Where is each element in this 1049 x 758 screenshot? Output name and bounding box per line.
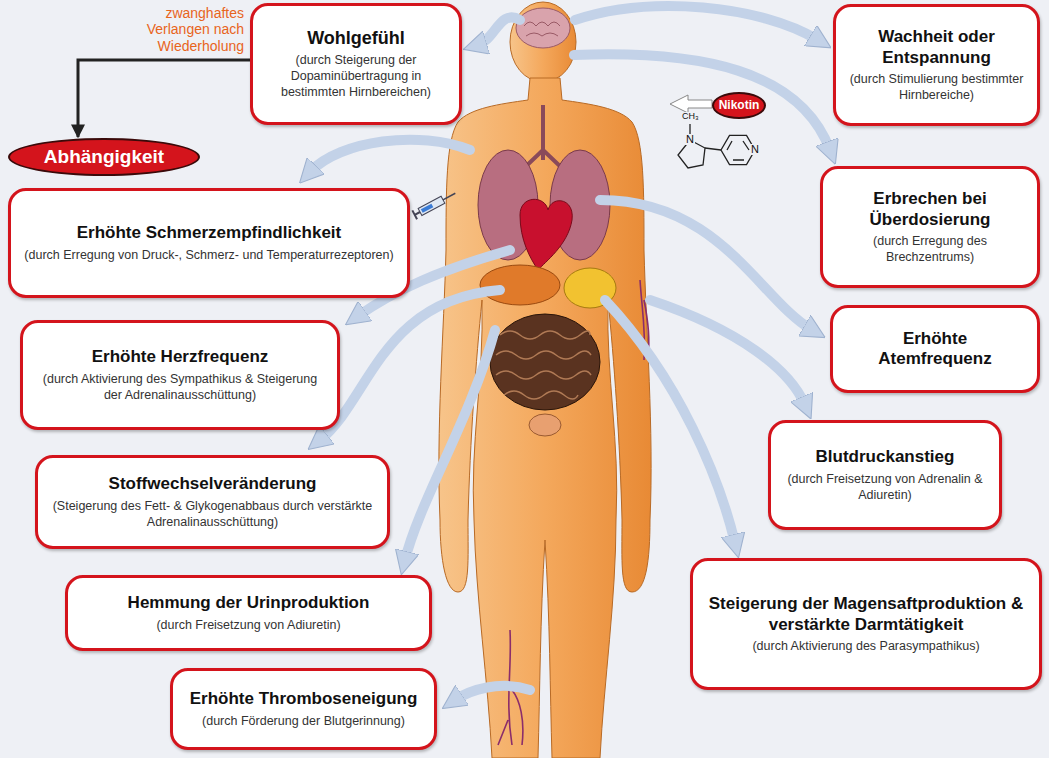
box-title: Blutdruckanstieg bbox=[783, 447, 987, 467]
box-title: Erbrechen bei Überdosierung bbox=[835, 189, 1025, 229]
nicotine-arrow bbox=[670, 95, 712, 113]
box-title: Erhöhte Schmerzempfindlichkeit bbox=[23, 223, 395, 243]
box-title: Steigerung der Magensaftproduktion & ver… bbox=[705, 594, 1027, 634]
edge-label: zwanghaftes Verlangen nach Wiederholung bbox=[132, 5, 244, 55]
effect-box: Wachheit oder Entspannung (durch Stimulie… bbox=[833, 4, 1040, 126]
nicotine-structure bbox=[678, 124, 755, 168]
box-body: (durch Freisetzung von Adiuretin) bbox=[80, 617, 417, 633]
effect-box: Erhöhte Thromboseneigung (durch Förderung… bbox=[170, 668, 437, 750]
box-title: Hemmung der Urinproduktion bbox=[80, 593, 417, 613]
box-body: (durch Stimulierung bestimmter Hirnberei… bbox=[848, 71, 1025, 103]
effect-box: Erbrechen bei Überdosierung (durch Erregu… bbox=[820, 166, 1040, 288]
oval-node: Abhängigkeit bbox=[8, 138, 200, 176]
brain bbox=[516, 8, 570, 48]
effect-box: Hemmung der Urinproduktion (durch Freiset… bbox=[65, 575, 432, 651]
box-title: Stoffwechselveränderung bbox=[50, 474, 375, 494]
box-title: Erhöhte Herzfrequenz bbox=[35, 347, 325, 367]
effect-arrow bbox=[574, 54, 830, 150]
oval-node: Nikotin bbox=[712, 92, 766, 119]
effect-box: Erhöhte Schmerzempfindlichkeit (durch Err… bbox=[8, 188, 410, 298]
box-title: Wachheit oder Entspannung bbox=[848, 27, 1025, 67]
box-title: Abhängigkeit bbox=[10, 146, 198, 168]
structure-label: N bbox=[750, 144, 760, 155]
box-title: Nikotin bbox=[714, 98, 764, 112]
box-body: (durch Steigerung der Dopaminübertragung… bbox=[265, 52, 447, 100]
effect-box: Steigerung der Magensaftproduktion & ver… bbox=[690, 558, 1042, 690]
effect-box: Erhöhte Herzfrequenz (durch Aktivierung d… bbox=[20, 320, 340, 430]
structure-label: CH₃ bbox=[681, 112, 700, 121]
effect-arrow bbox=[310, 140, 470, 172]
box-body: (durch Erregung des Brechzentrums) bbox=[835, 233, 1025, 265]
connector-arrow bbox=[78, 60, 250, 137]
effect-arrow bbox=[455, 686, 530, 700]
effect-box: Stoffwechselveränderung (Steigerung des F… bbox=[35, 455, 390, 549]
intestines bbox=[490, 314, 600, 410]
effect-arrow bbox=[600, 200, 812, 330]
liver bbox=[480, 265, 560, 305]
box-body: (durch Freisetzung von Adrenalin & Adiur… bbox=[783, 471, 987, 503]
box-title: Erhöhte Atemfrequenz bbox=[845, 329, 1025, 369]
box-body: (durch Aktivierung des Sympathikus & Ste… bbox=[35, 371, 325, 403]
effect-arrow bbox=[320, 290, 500, 440]
box-title: Wohlgefühl bbox=[265, 28, 447, 49]
structure-label: N bbox=[685, 134, 695, 145]
heart bbox=[520, 199, 572, 270]
box-body: (durch Förderung der Blutgerinnung) bbox=[185, 713, 422, 729]
effect-box: Wohlgefühl (durch Steigerung der Dopaminü… bbox=[250, 3, 462, 125]
box-body: (Steigerung des Fett- & Glykogenabbaus d… bbox=[50, 498, 375, 530]
effect-arrow bbox=[405, 330, 495, 560]
effect-box: Erhöhte Atemfrequenz bbox=[830, 305, 1040, 393]
box-body: (durch Aktivierung des Parasympathikus) bbox=[705, 638, 1027, 654]
bladder bbox=[529, 414, 561, 436]
effect-arrow bbox=[605, 300, 735, 543]
body-silhouette bbox=[439, 2, 651, 758]
effect-arrow bbox=[478, 17, 520, 45]
effect-arrow bbox=[575, 6, 818, 40]
effect-box: Blutdruckanstieg (durch Freisetzung von A… bbox=[768, 420, 1002, 530]
veins bbox=[498, 280, 649, 745]
box-body: (durch Erregung von Druck-, Schmerz- und… bbox=[23, 247, 395, 263]
box-title: Erhöhte Thromboseneigung bbox=[185, 689, 422, 709]
syringe bbox=[412, 189, 457, 219]
